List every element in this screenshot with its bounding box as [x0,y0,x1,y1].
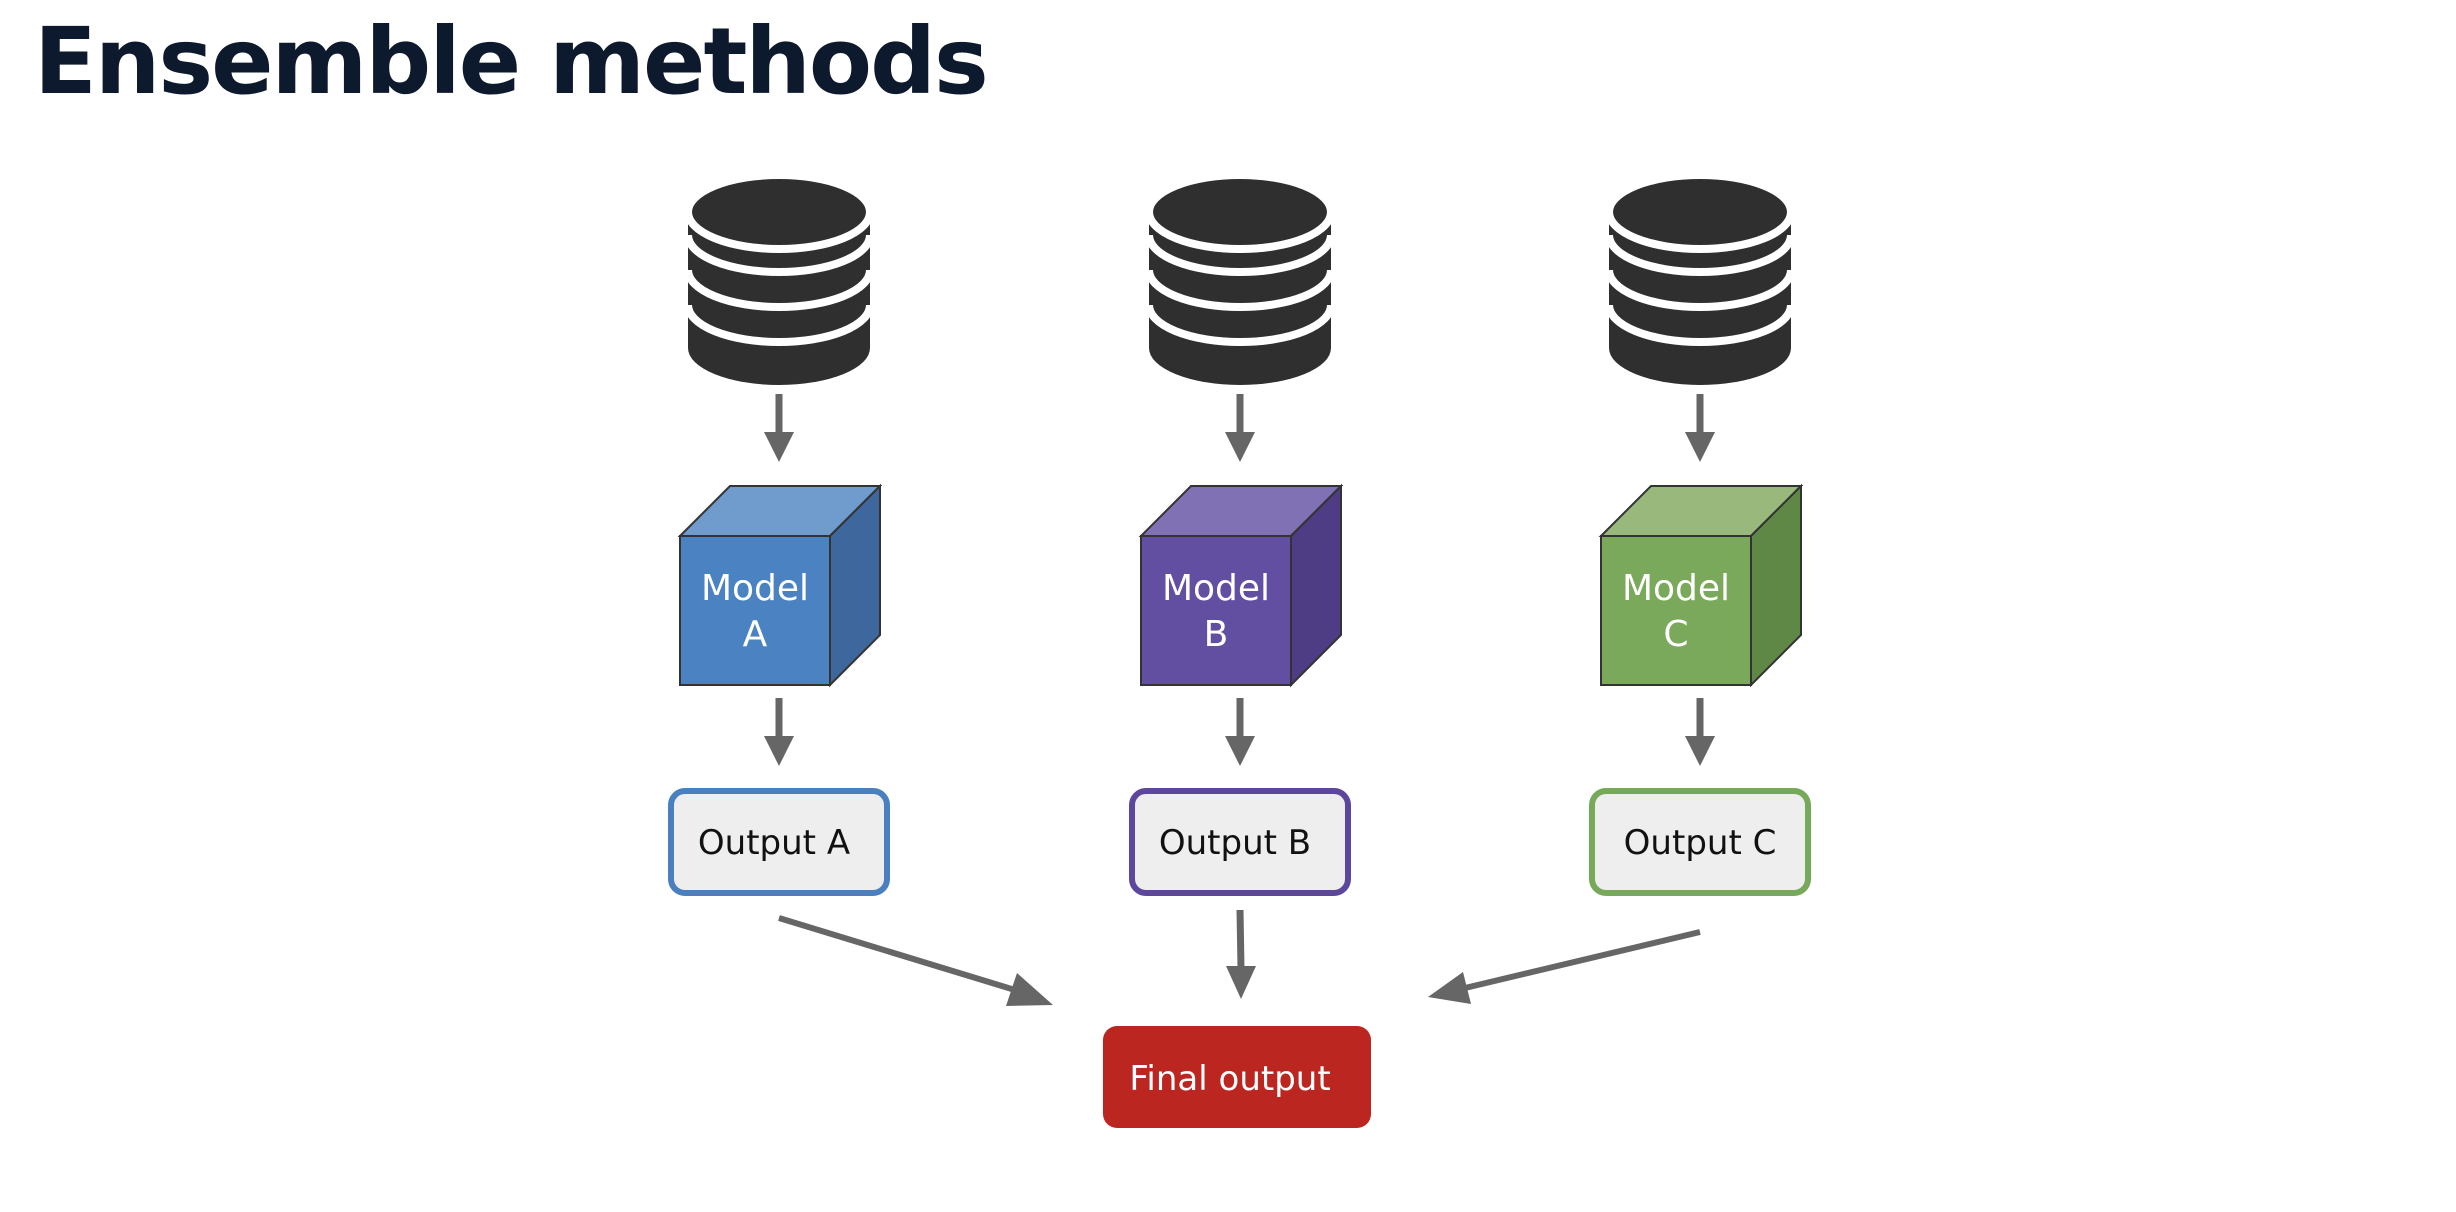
model-b-cube: Model B [1138,483,1344,688]
model-c-cube: Model C [1598,483,1804,688]
final-output-label: Final output [1129,1059,1330,1099]
database-icon [684,171,874,385]
arrow-down-icon [1685,394,1715,462]
column-a: Model A Output A [668,171,890,896]
column-c: Model C Output C [1589,171,1811,896]
arrow-diagonal-icon [778,915,1053,1006]
arrow-down-icon [1225,394,1255,462]
cube-front-face [679,535,831,686]
output-b-label: Output B [1159,823,1311,863]
output-c-label: Output C [1624,823,1777,863]
model-a-label-line2: A [743,614,768,655]
output-b-box: Output B [1129,788,1351,896]
model-a-cube: Model A [677,483,883,688]
arrow-down-icon [764,394,794,462]
output-a-label: Output A [698,823,850,863]
column-b: Model B Output B [1129,171,1351,896]
model-a-label-line1: Model [701,568,809,609]
model-c-label-line1: Model [1622,568,1730,609]
model-c-label-line2: C [1663,614,1688,655]
arrow-down-icon [1226,909,1256,999]
database-icon [1605,171,1795,385]
model-b-label-line1: Model [1162,568,1270,609]
arrow-down-icon [1225,698,1255,766]
arrow-down-icon [764,698,794,766]
cube-front-face [1600,535,1752,686]
output-c-box: Output C [1589,788,1811,896]
arrow-down-icon [1685,698,1715,766]
arrow-diagonal-icon [1428,929,1701,1004]
cube-front-face [1140,535,1292,686]
final-output-box: Final output [1103,1026,1371,1128]
page-title: Ensemble methods [34,8,989,115]
database-icon [1145,171,1335,385]
model-b-label-line2: B [1204,614,1229,655]
output-a-box: Output A [668,788,890,896]
